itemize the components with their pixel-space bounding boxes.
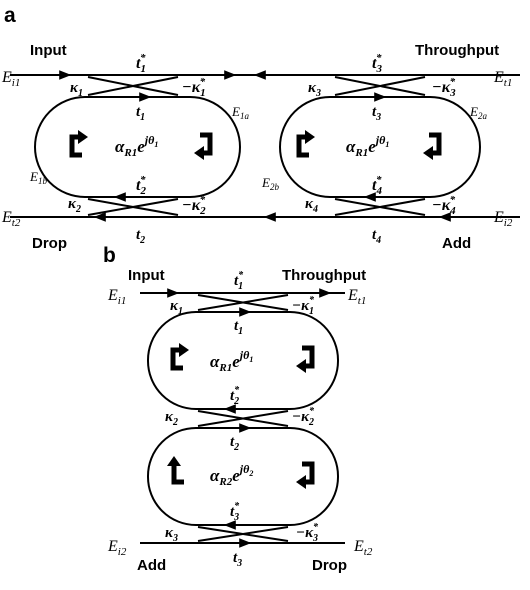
panel-b-label: b (103, 244, 116, 267)
coef-b-t3-star: t3* (230, 501, 240, 523)
field-b-et1: Et1 (347, 287, 366, 307)
coef-t2-star: t2* (136, 174, 146, 197)
coef-minus-k3-star: −κ3* (432, 76, 456, 99)
circulation-left-icon (69, 130, 213, 160)
field-e1a: E1a (231, 104, 249, 121)
port-b-drop-label: Drop (312, 557, 347, 574)
ring-b-top-param: αR1ejθ1 (210, 348, 253, 374)
field-e2a: E2a (469, 104, 487, 121)
ring-b-bottom-param: αR2ejθ2 (210, 462, 253, 488)
ring-left-param: αR1ejθ1 (115, 133, 158, 159)
coef-minus-k2-star: −κ2* (182, 194, 206, 217)
coef-b-t2: t2 (230, 434, 239, 453)
coef-minus-k1-star: −κ1* (182, 76, 206, 99)
coef-t1: t1 (136, 104, 145, 123)
coupler-b-3 (197, 526, 289, 542)
field-ei1: Ei1 (1, 69, 20, 89)
coef-t2: t2 (136, 227, 145, 246)
field-e1b: E1b (29, 169, 47, 186)
panel-a-label: a (4, 4, 16, 27)
coef-b-minus-k1-star: −κ1* (292, 295, 315, 317)
port-b-throughput-label: Throughput (282, 267, 366, 284)
coef-k4: κ4 (305, 196, 318, 215)
coupler-right-top (334, 76, 426, 96)
coef-b-t3: t3 (233, 550, 242, 569)
panel-b: b (103, 244, 373, 574)
coef-k1: κ1 (70, 80, 83, 99)
port-drop-label: Drop (32, 235, 67, 252)
field-b-ei2: Ei2 (107, 538, 127, 558)
coef-t3: t3 (372, 104, 381, 123)
circulation-b-bottom-icon (167, 456, 315, 489)
coef-t1-star: t1* (136, 52, 146, 75)
coef-b-t1-star: t1* (234, 270, 244, 292)
field-b-ei1: Ei1 (107, 287, 126, 307)
port-b-input-label: Input (128, 267, 165, 284)
coef-minus-k4-star: −κ4* (432, 194, 456, 217)
field-et2: Et2 (1, 209, 21, 229)
coef-b-t2-star: t2* (230, 385, 240, 407)
field-et1: Et1 (493, 69, 512, 89)
coef-b-k2: κ2 (165, 409, 178, 428)
field-b-et2: Et2 (353, 538, 373, 558)
port-throughput-label: Throughput (415, 42, 499, 59)
circulation-right-icon (296, 130, 442, 160)
coupler-b-2 (197, 410, 289, 427)
ring-right-param: αR1ejθ1 (346, 133, 389, 159)
panel-a: a (1, 4, 520, 252)
coef-k2: κ2 (68, 196, 81, 215)
field-e2b: E2b (261, 175, 279, 192)
coef-b-k3: κ3 (165, 525, 178, 544)
circulation-b-top-icon (170, 343, 315, 373)
coef-t4-star: t4* (372, 174, 382, 197)
coef-t4: t4 (372, 227, 381, 246)
coupler-b-1 (197, 294, 289, 311)
port-add-label: Add (442, 235, 471, 252)
coupler-left-top (87, 76, 179, 96)
field-ei2: Ei2 (493, 209, 513, 229)
coef-b-minus-k3-star: −κ3* (296, 522, 319, 544)
port-input-label: Input (30, 42, 67, 59)
coupler-left-bottom (87, 198, 179, 216)
port-b-add-label: Add (137, 557, 166, 574)
coef-k3: κ3 (308, 80, 321, 99)
coupler-right-bottom (334, 198, 426, 216)
coef-b-minus-k2-star: −κ2* (292, 406, 315, 428)
coef-t3-star: t3* (372, 52, 382, 75)
coef-b-k1: κ1 (170, 298, 183, 317)
coef-b-t1: t1 (234, 318, 243, 337)
